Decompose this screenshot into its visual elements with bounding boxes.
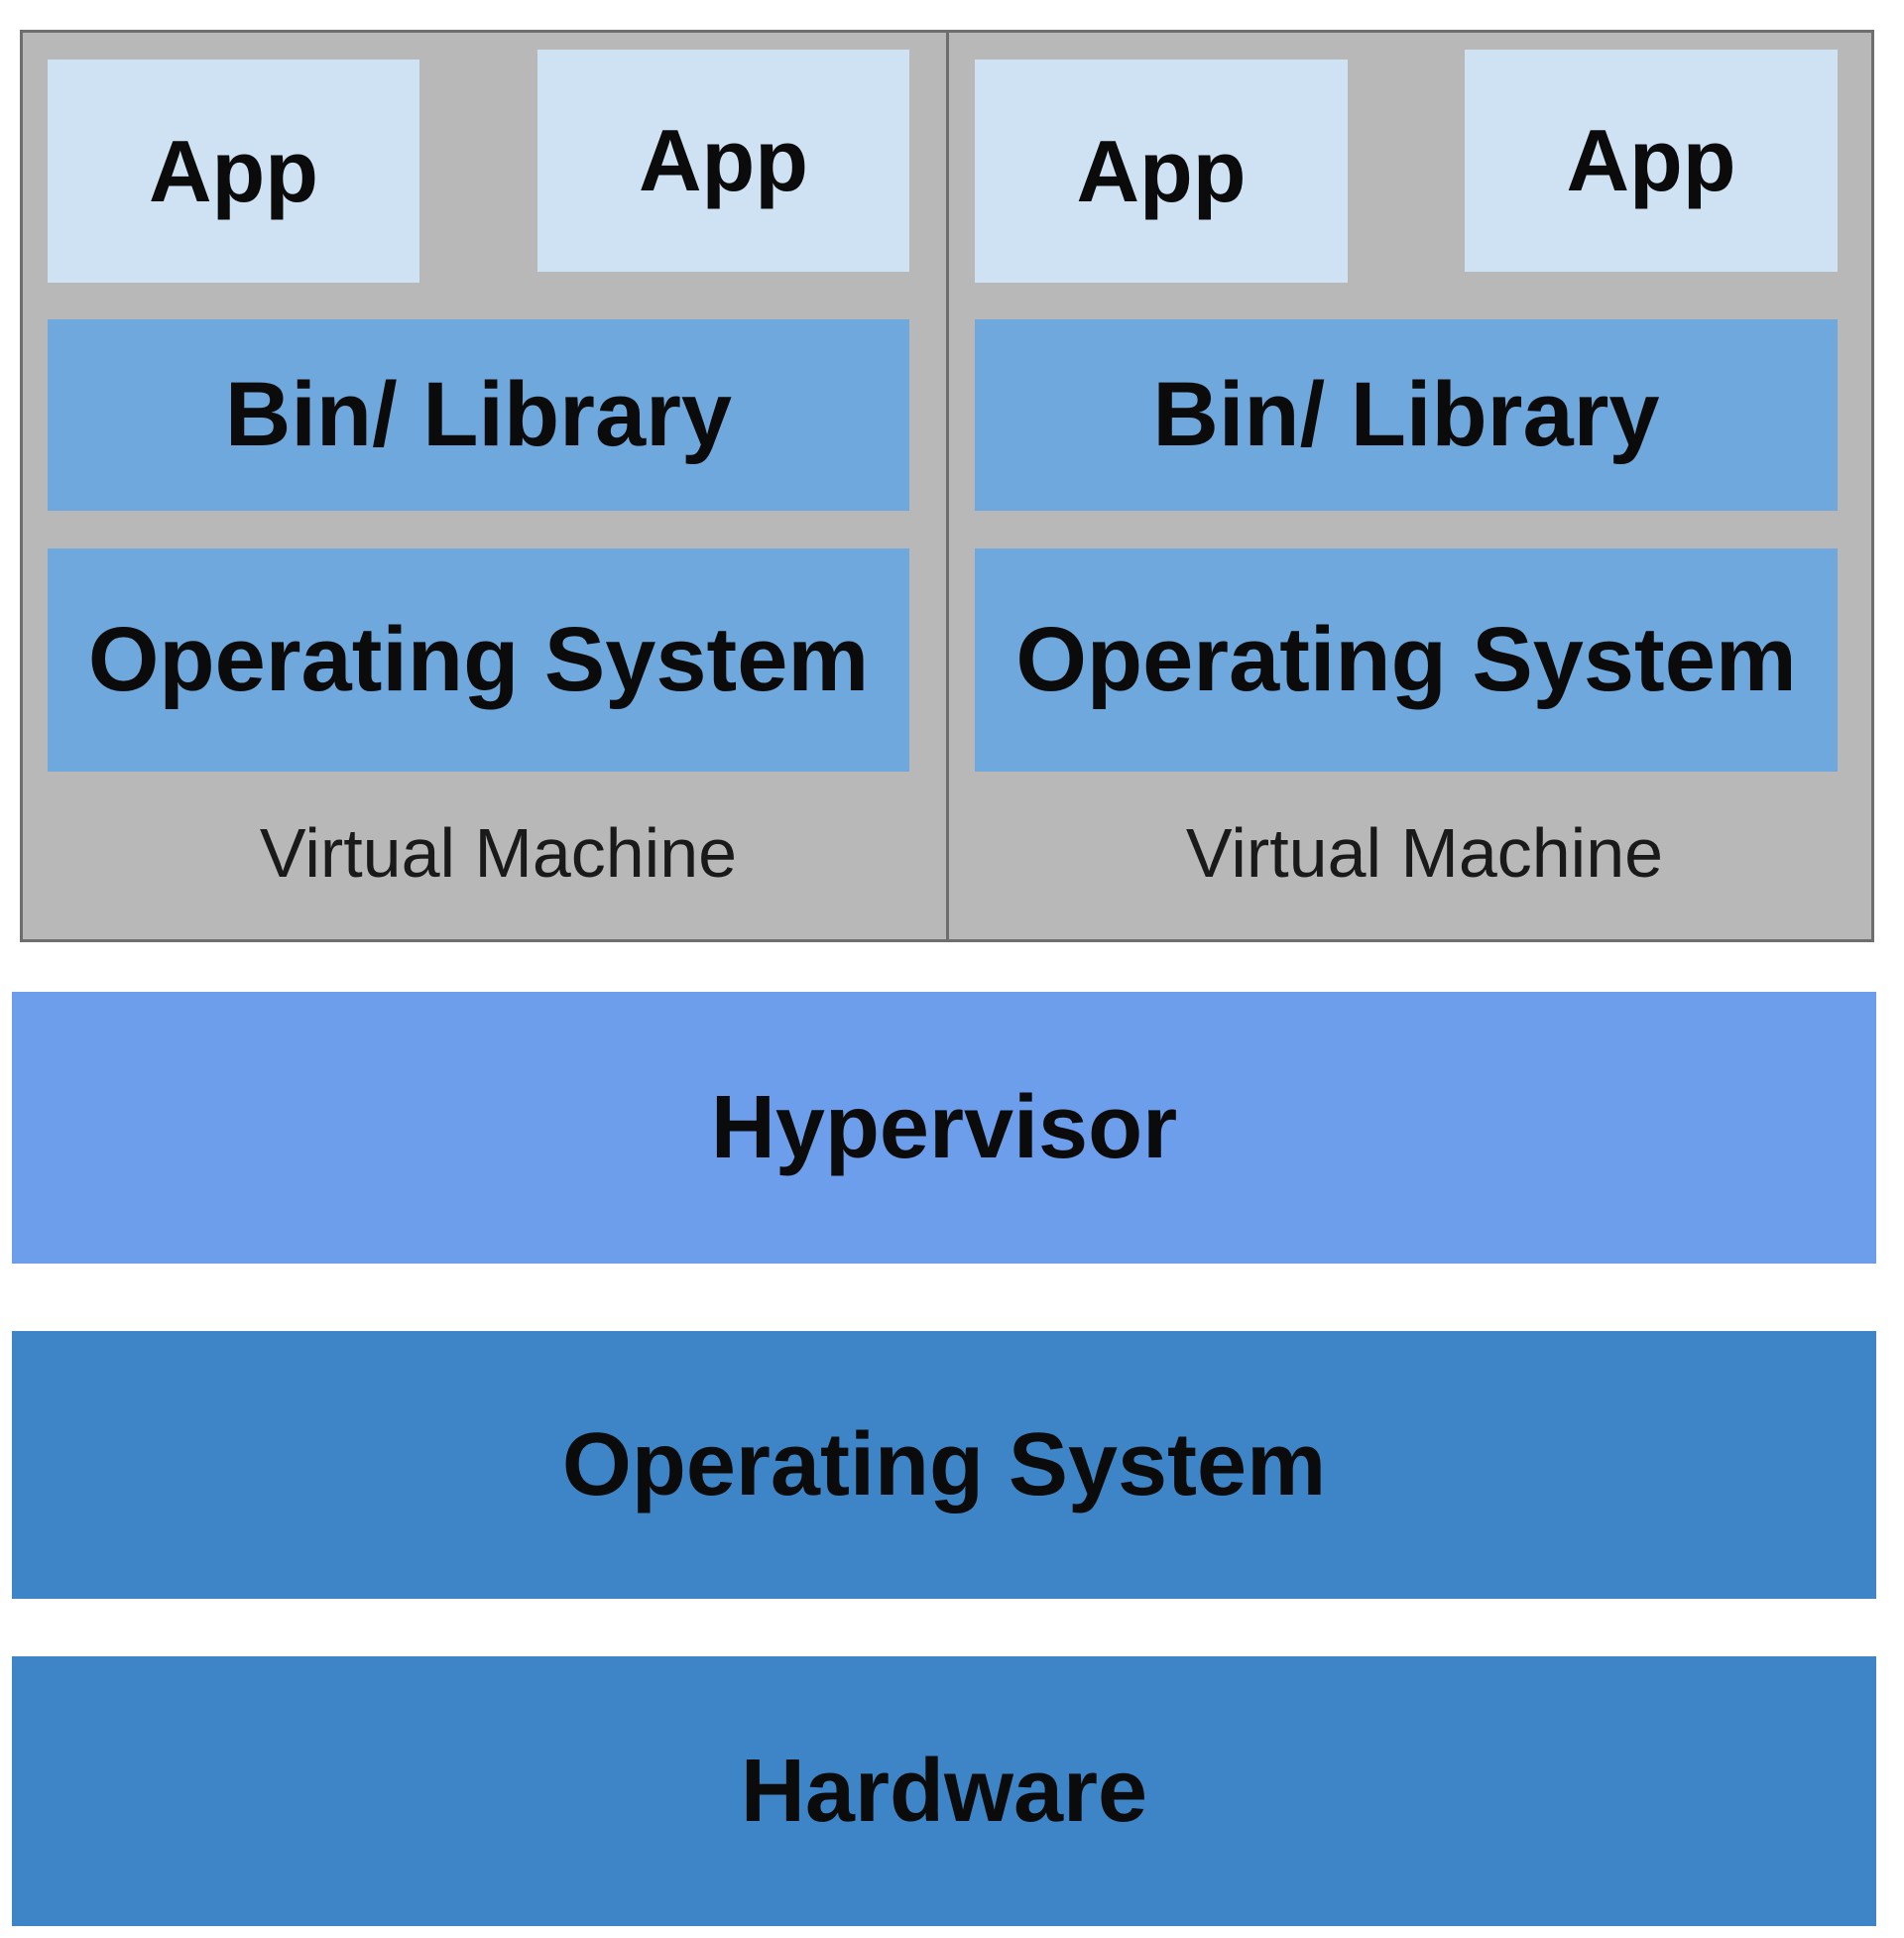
- vm1-app-1: App: [48, 60, 419, 283]
- vm2-label: Virtual Machine: [1185, 814, 1664, 892]
- vm1-operating-system: Operating System: [48, 548, 909, 772]
- vm2-app-1: App: [975, 60, 1348, 283]
- host-operating-system-layer: Operating System: [12, 1331, 1876, 1599]
- vm1-bin-library: Bin/ Library: [48, 319, 909, 511]
- hypervisor-layer: Hypervisor: [12, 992, 1876, 1264]
- hardware-layer: Hardware: [12, 1656, 1876, 1926]
- virtual-machine-2: [946, 30, 1874, 942]
- vm2-bin-library: Bin/ Library: [975, 319, 1838, 511]
- vm1-label: Virtual Machine: [259, 814, 738, 892]
- vm2-app-2: App: [1465, 50, 1838, 272]
- vm1-app-2: App: [537, 50, 909, 272]
- vm2-operating-system: Operating System: [975, 548, 1838, 772]
